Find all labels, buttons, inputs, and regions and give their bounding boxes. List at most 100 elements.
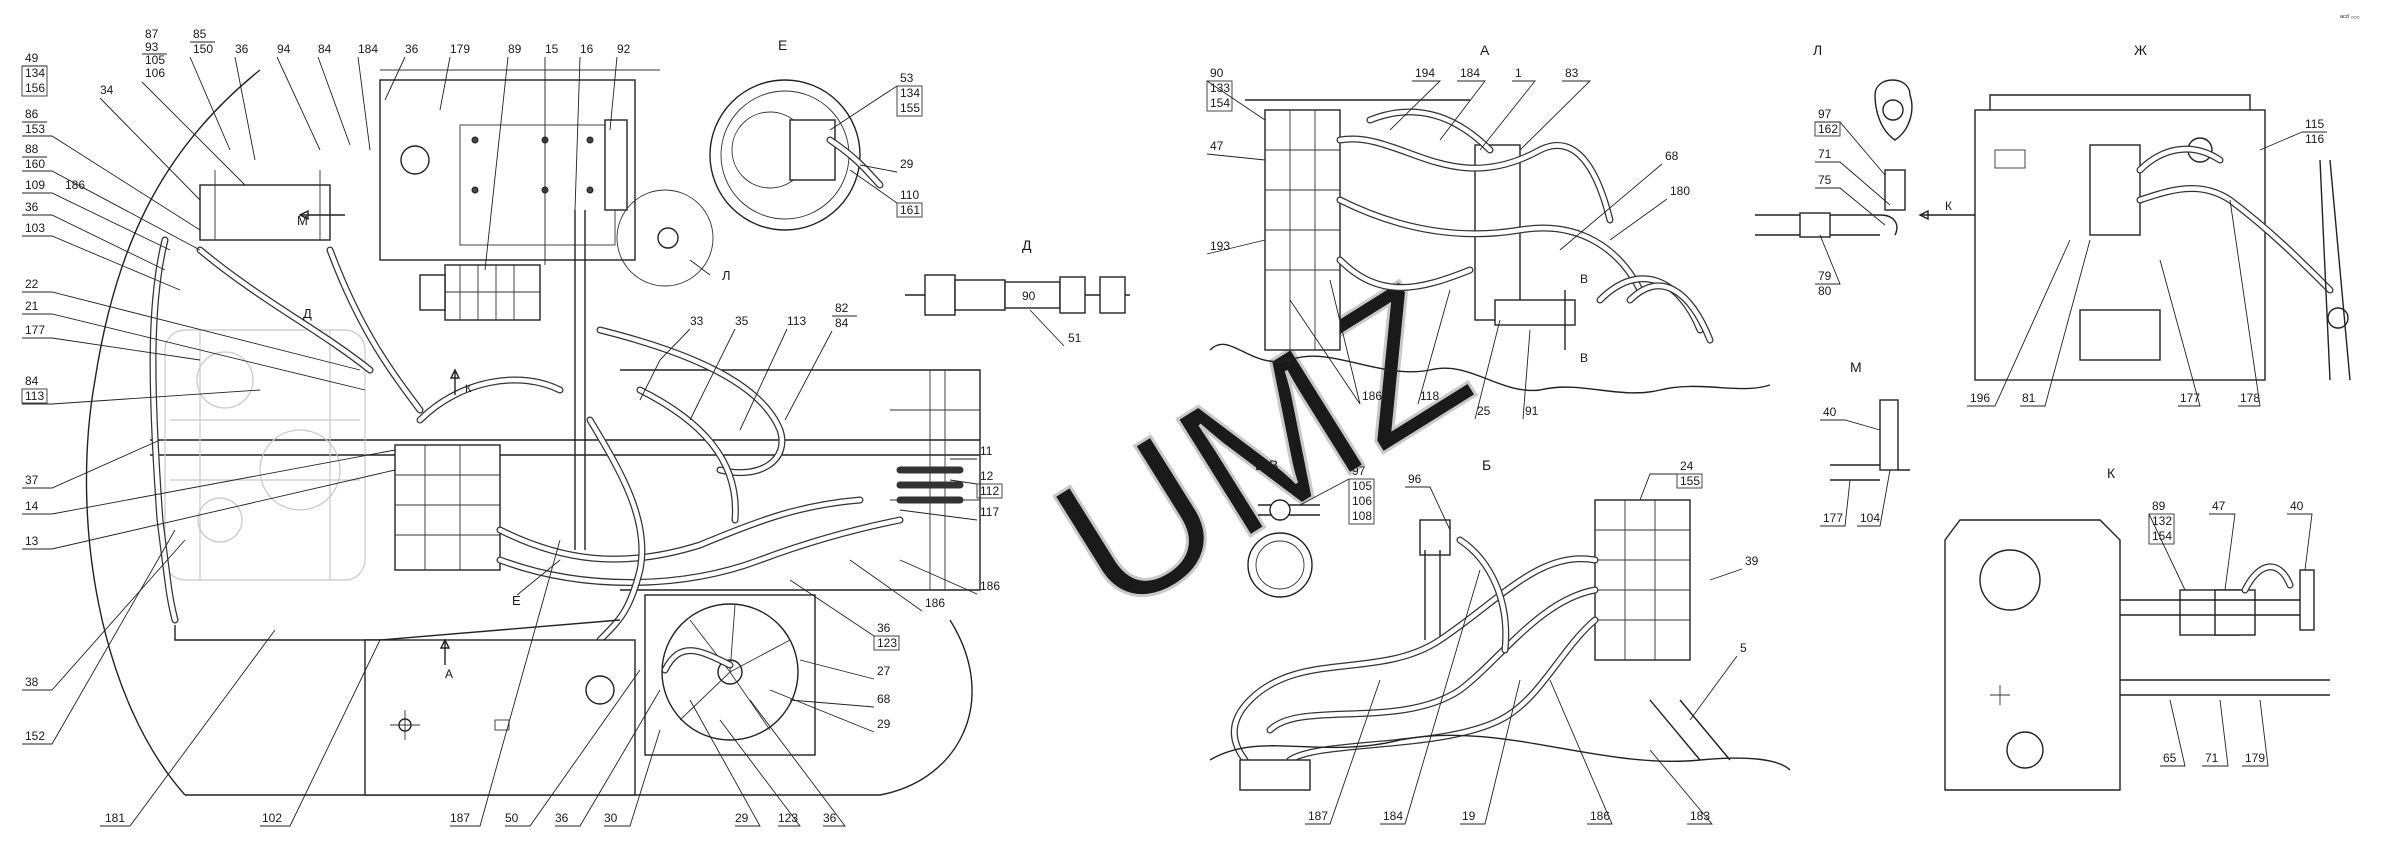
callout-number: 87 <box>145 27 159 41</box>
callout-number: 53 <box>900 71 914 85</box>
callout-number: 161 <box>900 203 920 217</box>
callout-number: 81 <box>2022 391 2036 405</box>
callout-number: 150 <box>193 42 213 56</box>
view-vv-title: В-В <box>1255 457 1278 473</box>
view-d: Д 90 51 <box>905 237 1130 347</box>
callout-number: 50 <box>505 811 519 825</box>
callout-number: 103 <box>25 221 45 235</box>
callout-number: 154 <box>1210 96 1230 110</box>
callout-number: 36 <box>25 200 39 214</box>
callout-number: 75 <box>1818 173 1832 187</box>
callout-number: 132 <box>2152 514 2172 528</box>
callout-number: 186 <box>1590 809 1610 823</box>
callout-number: 123 <box>877 636 897 650</box>
view-b: Б 96 24 155 39 5 187 184 19 186 <box>1209 457 1791 825</box>
callout-number: 40 <box>1823 405 1837 419</box>
callout-number: 196 <box>1970 391 1990 405</box>
label-e: Е <box>512 593 521 608</box>
view-l: Л 97 162 71 75 79 80 <box>1755 42 1913 298</box>
view-k-title: К <box>2107 465 2116 481</box>
callout-number: 115 <box>2305 117 2324 131</box>
callout-number: 183 <box>1690 809 1710 823</box>
cooler-fan <box>644 594 816 756</box>
callout-number: 133 <box>1210 81 1230 95</box>
callout-number: 184 <box>1383 809 1403 823</box>
detail-circle-l <box>616 189 714 287</box>
valve-bank-middle <box>394 444 501 571</box>
view-b-title: Б <box>1482 457 1491 473</box>
callout-number: 36 <box>405 42 419 56</box>
callout-number: 113 <box>25 389 44 403</box>
callout-number: 27 <box>877 664 891 678</box>
callout-number: 105 <box>145 53 165 67</box>
callout-number: 68 <box>1665 149 1679 163</box>
callout-number: 155 <box>1680 474 1700 488</box>
callout-number: 34 <box>100 83 114 97</box>
view-a-marker-v1: В <box>1580 272 1588 286</box>
callout-number: 80 <box>1818 284 1832 298</box>
hydraulic-tank-bottom <box>364 639 636 796</box>
callout-number: 177 <box>1823 511 1843 525</box>
callout-number: 33 <box>690 314 704 328</box>
callout-number: 187 <box>450 811 470 825</box>
callout-number: 106 <box>145 66 165 80</box>
callout-number: 134 <box>25 66 45 80</box>
callout-number: 186 <box>980 579 1000 593</box>
callout-number: 89 <box>2152 499 2166 513</box>
view-b-hoses <box>1230 536 1599 764</box>
callout-number: 156 <box>25 81 45 95</box>
callout-number: 110 <box>900 188 919 202</box>
callout-number: 92 <box>617 42 631 56</box>
callout-number: 123 <box>778 811 798 825</box>
callout-number: 177 <box>25 323 45 337</box>
callout-number: 11 <box>980 444 993 458</box>
callout-number: 186 <box>925 596 945 610</box>
callout-number: 39 <box>1745 554 1759 568</box>
view-zh-arrow-k: К <box>1945 199 1952 213</box>
callout-number: 24 <box>1680 459 1694 473</box>
main-view: Д М К А Е Л <box>85 69 981 796</box>
hose-bundle-main <box>149 236 964 644</box>
label-a-arrow: А <box>445 667 453 681</box>
callout-number: 79 <box>1818 269 1832 283</box>
view-e: Е 53 134 155 29 110 161 <box>709 37 923 231</box>
callout-number: 30 <box>604 811 618 825</box>
callout-number: 36 <box>877 621 891 635</box>
callout-number: 47 <box>2212 499 2226 513</box>
callout-number: 90 <box>1210 66 1224 80</box>
callout-number: 152 <box>25 729 45 743</box>
callout-number: 22 <box>25 277 39 291</box>
callout-number: 113 <box>787 314 806 328</box>
callout-number: 71 <box>1818 147 1832 161</box>
label-l: Л <box>722 268 731 283</box>
callout-number: 65 <box>2163 751 2177 765</box>
callout-number: 68 <box>877 692 891 706</box>
callout-number: 91 <box>1525 404 1539 418</box>
callout-number: 84 <box>835 316 849 330</box>
view-a: А В В 90 133 154 194 <box>1206 42 1771 420</box>
label-d: Д <box>303 306 312 321</box>
callout-number: 106 <box>1352 494 1372 508</box>
view-zh: Ж К 115 116 196 81 177 178 <box>1918 42 2351 407</box>
callout-number: 29 <box>877 717 891 731</box>
view-l-title: Л <box>1813 42 1822 58</box>
callout-number: 35 <box>735 314 749 328</box>
callout-number: 82 <box>835 301 849 315</box>
view-m: М 40 177 104 <box>1820 359 1910 527</box>
callout-number: 104 <box>1860 511 1880 525</box>
callout-number: 109 <box>25 178 45 192</box>
hydraulic-tank-top <box>379 69 660 261</box>
view-a-title: А <box>1480 42 1490 58</box>
callout-number: 36 <box>235 42 249 56</box>
callout-number: 194 <box>1415 66 1435 80</box>
view-e-title: Е <box>778 37 787 53</box>
callout-number: 178 <box>2240 391 2260 405</box>
callout-number: 117 <box>980 505 999 519</box>
callouts-main-left: 49 134 156 34 86 153 88 160 109 186 36 1… <box>21 51 396 827</box>
callout-number: 88 <box>25 142 39 156</box>
callout-number: 179 <box>2245 751 2265 765</box>
view-a-marker-v2: В <box>1580 351 1588 365</box>
callout-number: 29 <box>735 811 749 825</box>
callout-number: 21 <box>25 299 39 313</box>
callout-number: 36 <box>823 811 837 825</box>
